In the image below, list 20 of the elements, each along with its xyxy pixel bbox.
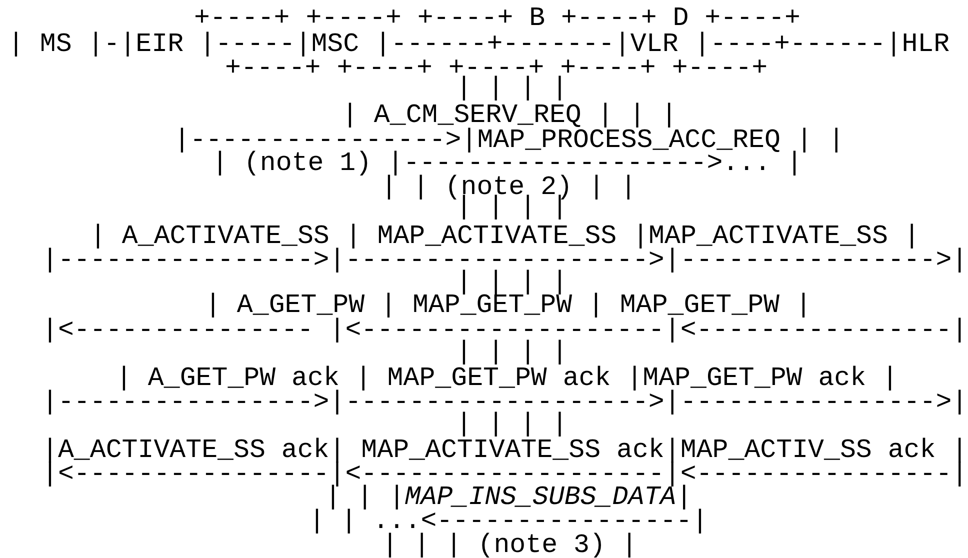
diagram-text-line: +----+ +----+ +----+ B +----+ D +----+ <box>194 6 800 30</box>
diagram-text-line: | A_CM_SERV_REQ | | | <box>342 103 678 127</box>
diagram-text-line: | | | | <box>456 270 568 294</box>
diagram-text-line: | MS |-|EIR |-----|MSC |------+-------|VLR |----+------|HLR <box>8 32 950 56</box>
diagram-text-line: | A_GET_PW ack | MAP_GET_PW ack |MAP_GET_PW ack | <box>116 366 898 390</box>
diagram-text-line: |<--------------- |<-------------------|<----------------| <box>42 318 968 342</box>
diagram-text-line: | | | | <box>456 412 568 436</box>
diagram-text-line: | A_ACTIVATE_SS | MAP_ACTIVATE_SS |MAP_ACTIVATE_SS | <box>90 224 920 248</box>
diagram-text-line: |---------------->|MAP_PROCESS_ACC_REQ | | <box>174 128 844 152</box>
diagram-text-line: | | | | <box>456 340 568 364</box>
diagram-text-line: |A_ACTIVATE_SS ack| MAP_ACTIVATE_SS ack|MAP_ACTIV_SS ack | <box>42 438 968 462</box>
diagram-text-line: |<----------------|<-------------------|<----------------| <box>42 462 968 486</box>
diagram-text-line: | | ...<----------------| <box>309 509 708 533</box>
diagram-text-line: | | | | <box>456 76 568 100</box>
diagram-text-line: |---------------->|------------------->|---------------->| <box>42 248 968 272</box>
diagram-text-line: | (note 1) |------------------->... | <box>212 151 802 175</box>
diagram-text-line: | | |MAP_INS_SUBS_DATA| <box>325 485 692 509</box>
diagram-text-line: | | | (note 3) | <box>382 533 638 557</box>
diagram-text-line: |---------------->|------------------->|---------------->| <box>42 390 968 414</box>
diagram-text-line: | A_GET_PW | MAP_GET_PW | MAP_GET_PW | <box>205 293 812 317</box>
